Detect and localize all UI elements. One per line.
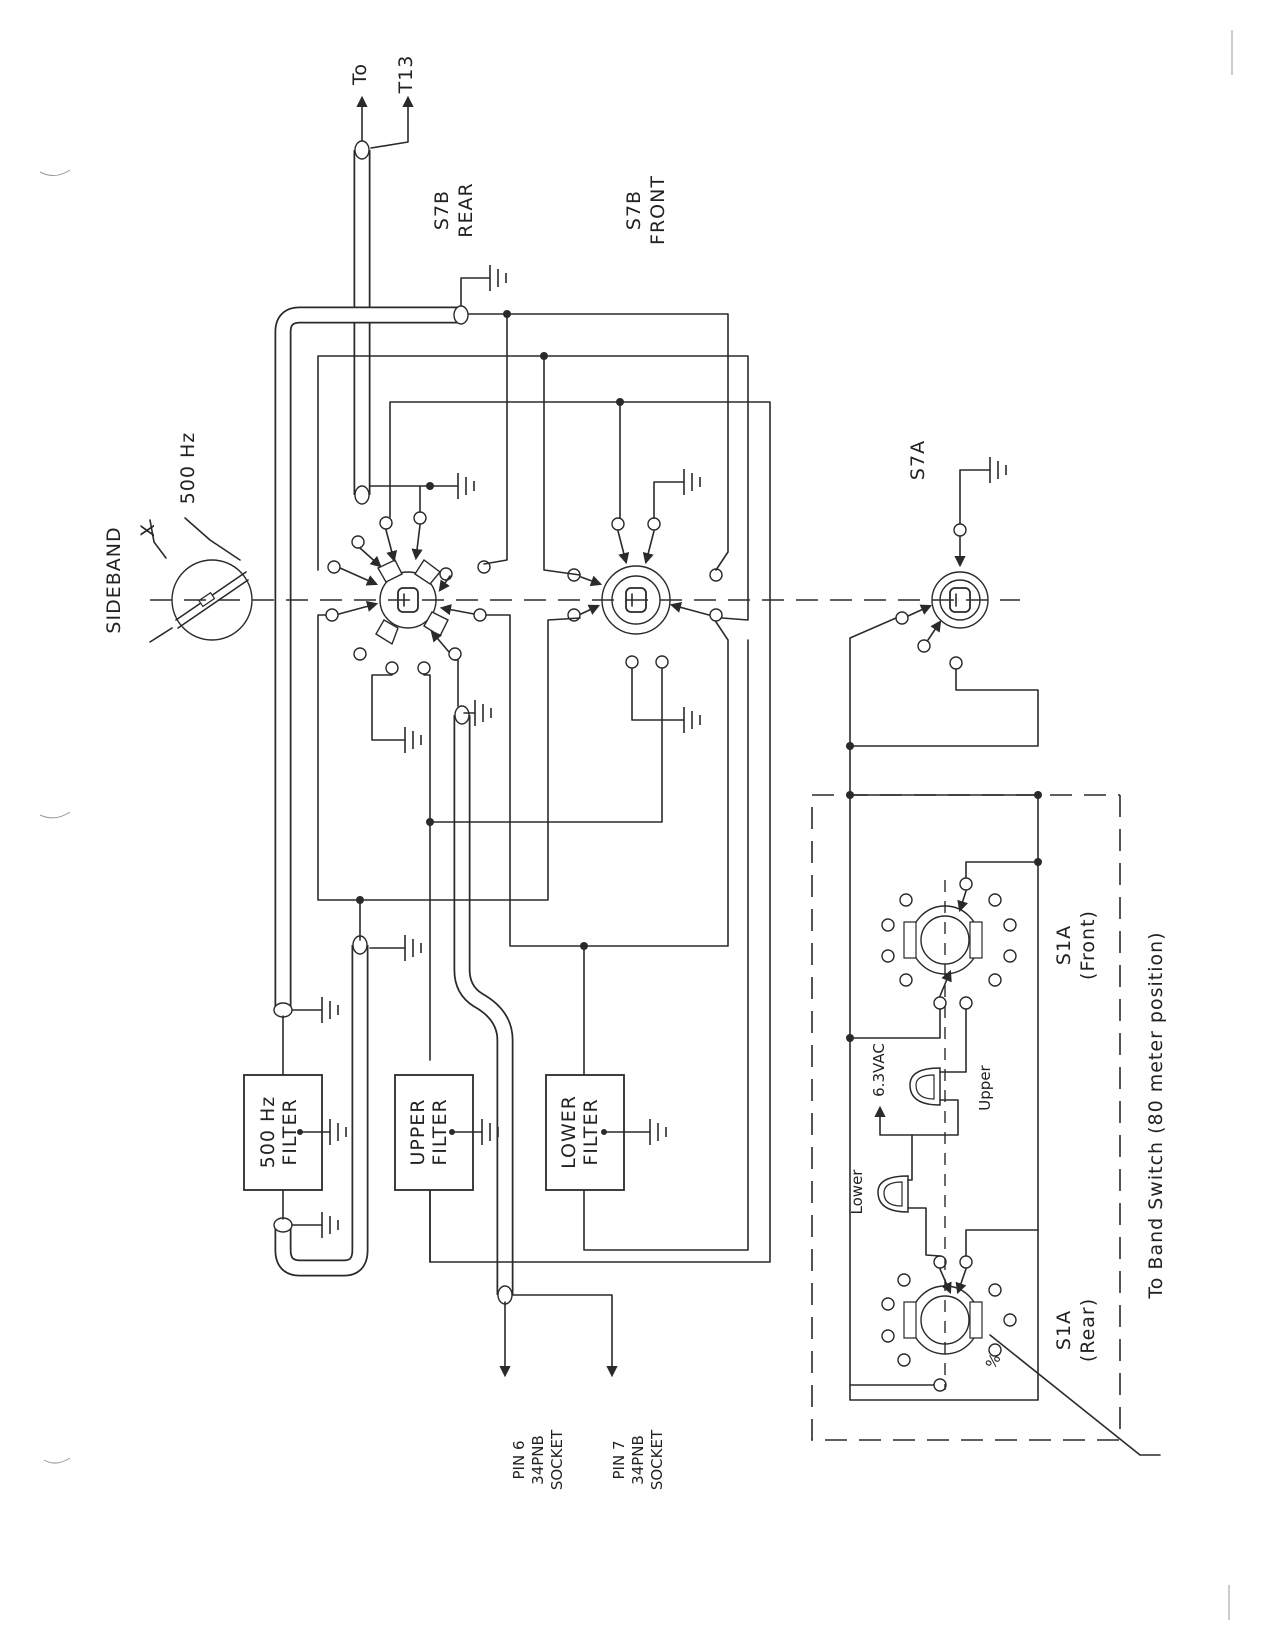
vac-supply: 6.3VAC [870, 1043, 913, 1136]
s7b-front-line2: FRONT [647, 175, 669, 245]
lamp-lower: Lower [848, 1134, 941, 1257]
filter-upper: UPPER FILTER [394, 1074, 499, 1191]
lamp-upper: Upper [909, 1008, 994, 1136]
filter-upper-line2: FILTER [429, 1098, 451, 1165]
ground-symbols [291, 264, 1007, 1239]
wiring [282, 310, 1042, 1401]
t13-label: T13 [395, 55, 417, 95]
scan-artifacts [39, 30, 1233, 1620]
filter-lower: LOWER FILTER [545, 1074, 667, 1191]
s1a-enclosure [811, 794, 1121, 1441]
output-to-t13: To T13 [349, 55, 417, 151]
sideband-label: SIDEBAND [103, 526, 125, 633]
s7a-switch [895, 523, 989, 670]
s1a-rear-line1: S1A [1053, 1310, 1075, 1350]
filter-lower-line1: LOWER [558, 1095, 580, 1169]
coax-cables [273, 140, 514, 1305]
pin6-line2: 34PNB [529, 1435, 547, 1485]
filter-500hz: 500 Hz FILTER [243, 1074, 347, 1191]
s1a-front-line1: S1A [1053, 925, 1075, 965]
s1a-front-switch [881, 877, 1017, 1010]
s1a-front-line2: (Front) [1077, 910, 1099, 980]
filter-500hz-line2: FILTER [279, 1098, 301, 1165]
s7b-front-line1: S7B [623, 190, 645, 230]
pin6-line1: PIN 6 [510, 1440, 528, 1479]
s1a-rear-line2: (Rear) [1077, 1298, 1099, 1362]
pin7-line3: SOCKET [648, 1429, 666, 1490]
filter-lower-line2: FILTER [580, 1098, 602, 1165]
vac-label: 6.3VAC [870, 1043, 888, 1097]
sideband-knob: SIDEBAND X 500 Hz [103, 432, 253, 643]
pin7-line2: 34PNB [629, 1435, 647, 1485]
text-labels: S7B REAR S7B FRONT S7A PIN 6 34PNB SOCKE… [431, 175, 1167, 1490]
filter-500hz-line1: 500 Hz [257, 1096, 279, 1169]
s7b-rear-switch [325, 511, 491, 675]
lower-label: Lower [848, 1169, 866, 1215]
upper-label: Upper [976, 1064, 994, 1110]
s7b-rear-line2: REAR [455, 182, 477, 237]
s1a-rear-switch: % [849, 1255, 1017, 1392]
band-switch-leader [989, 1334, 1161, 1456]
filter-upper-line1: UPPER [407, 1098, 429, 1165]
band-switch-label: To Band Switch (80 meter position) [1145, 931, 1167, 1299]
500hz-label: 500 Hz [177, 432, 199, 505]
s7a-label: S7A [907, 440, 929, 480]
to-label: To [349, 63, 371, 86]
pin6-line3: SOCKET [548, 1429, 566, 1490]
s7b-front-switch [567, 517, 723, 669]
pin7-line1: PIN 7 [610, 1440, 628, 1479]
s7b-rear-line1: S7B [431, 190, 453, 230]
s1a-rear-zero: % [982, 1351, 1005, 1372]
x-label: X [137, 523, 159, 537]
